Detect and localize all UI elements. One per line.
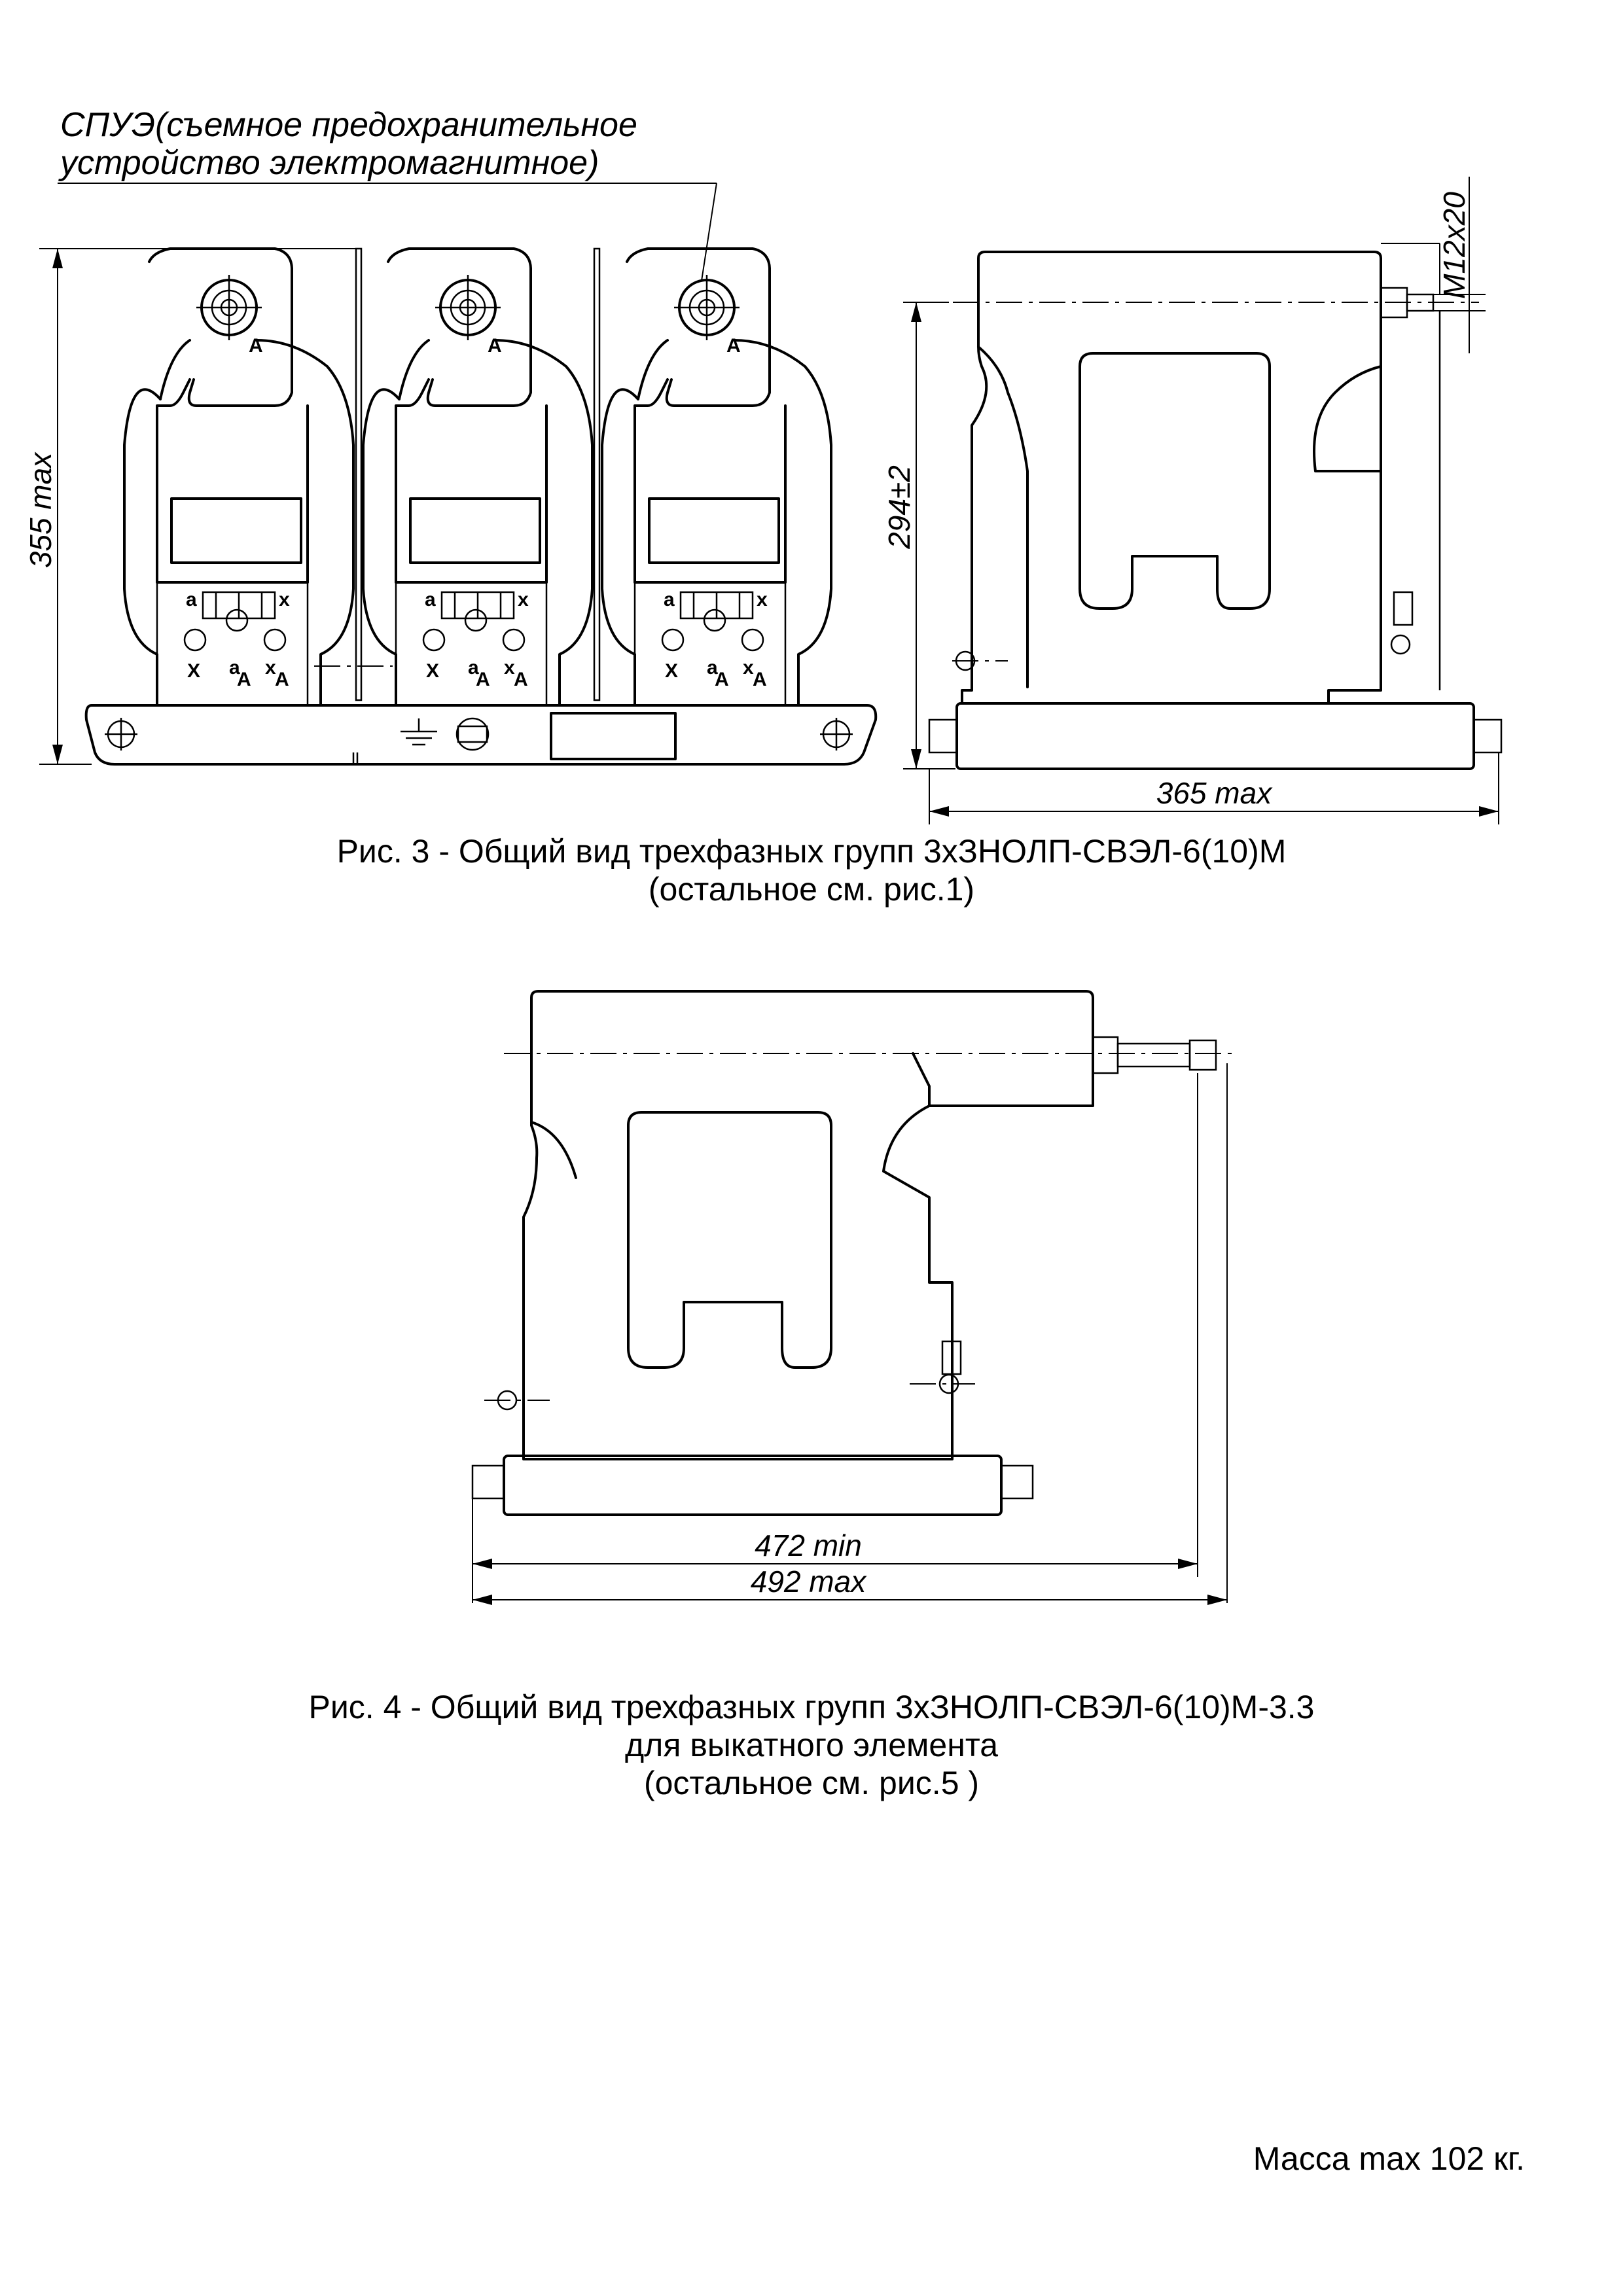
svg-text:a: a <box>425 589 436 610</box>
svg-text:A: A <box>249 335 263 357</box>
svg-text:x: x <box>743 657 754 679</box>
window-1 <box>170 497 302 564</box>
svg-text:x: x <box>279 589 290 610</box>
svg-text:A: A <box>237 669 251 690</box>
svg-text:X: X <box>665 660 678 682</box>
fig4-caption-line2: для выкатного элемента <box>625 1727 998 1763</box>
svg-text:x: x <box>504 657 515 679</box>
dim-thread: M12x20 <box>1437 192 1471 299</box>
svg-text:x: x <box>265 657 276 679</box>
fig3-side-view: 294±2 M12x20 365 max <box>882 177 1503 824</box>
fig4-window <box>627 1111 832 1369</box>
earth-bolt <box>455 717 490 751</box>
separator-left <box>355 247 363 701</box>
fig4-caption-line3: (остальное см. рис.5 ) <box>643 1765 980 1801</box>
fig3-caption-line2: (остальное см. рис.1) <box>648 871 975 908</box>
svg-text:A: A <box>514 669 528 690</box>
svg-text:a: a <box>186 589 197 610</box>
dim-height-max: 355 max <box>24 451 58 568</box>
svg-text:a: a <box>229 657 240 679</box>
earth-icon <box>401 718 437 746</box>
fig3-caption: Рис. 3 - Общий вид трехфазных групп 3хЗН… <box>0 832 1623 908</box>
fig3-front-view: СПУЭ(съемное предохранительное устройств… <box>24 106 878 766</box>
svg-text:x: x <box>518 589 529 610</box>
svg-text:x: x <box>757 589 768 610</box>
fig4-connector <box>1116 1042 1191 1068</box>
fig3-caption-line1: Рис. 3 - Общий вид трехфазных групп 3хЗН… <box>336 833 1287 870</box>
svg-text:A: A <box>753 669 767 690</box>
nameplate <box>550 712 677 760</box>
callout-leader <box>698 183 717 298</box>
dim-side-height: 294±2 <box>882 465 916 550</box>
mass-note: Масса max 102 кг. <box>1253 2140 1525 2177</box>
svg-text:A: A <box>488 335 502 357</box>
side-window <box>1079 352 1271 610</box>
svg-text:A: A <box>726 335 741 357</box>
fig3-callout-line2: устройство электромагнитное) <box>58 144 599 182</box>
separator-right <box>593 247 601 701</box>
dim-max: 492 max <box>751 1564 867 1598</box>
fig4-caption-line1: Рис. 4 - Общий вид трехфазных групп 3хЗН… <box>308 1689 1315 1725</box>
base-plate <box>84 704 878 766</box>
svg-text:X: X <box>187 660 200 682</box>
dim-min: 472 min <box>755 1528 862 1563</box>
side-body <box>961 251 1382 705</box>
svg-text:a: a <box>707 657 718 679</box>
fig4-side-view: 472 min 492 max <box>471 990 1237 1605</box>
fig4-caption: Рис. 4 - Общий вид трехфазных групп 3хЗН… <box>0 1688 1623 1802</box>
fig3-callout-line1: СПУЭ(съемное предохранительное <box>60 106 637 144</box>
fig4-body <box>522 990 1094 1460</box>
svg-text:A: A <box>275 669 289 690</box>
svg-text:A: A <box>715 669 729 690</box>
svg-text:A: A <box>476 669 490 690</box>
dim-depth-max: 365 max <box>1156 776 1273 810</box>
svg-text:a: a <box>468 657 479 679</box>
svg-text:a: a <box>664 589 675 610</box>
svg-text:X: X <box>426 660 439 682</box>
fig4-base <box>503 1455 1003 1516</box>
side-base <box>955 702 1475 770</box>
